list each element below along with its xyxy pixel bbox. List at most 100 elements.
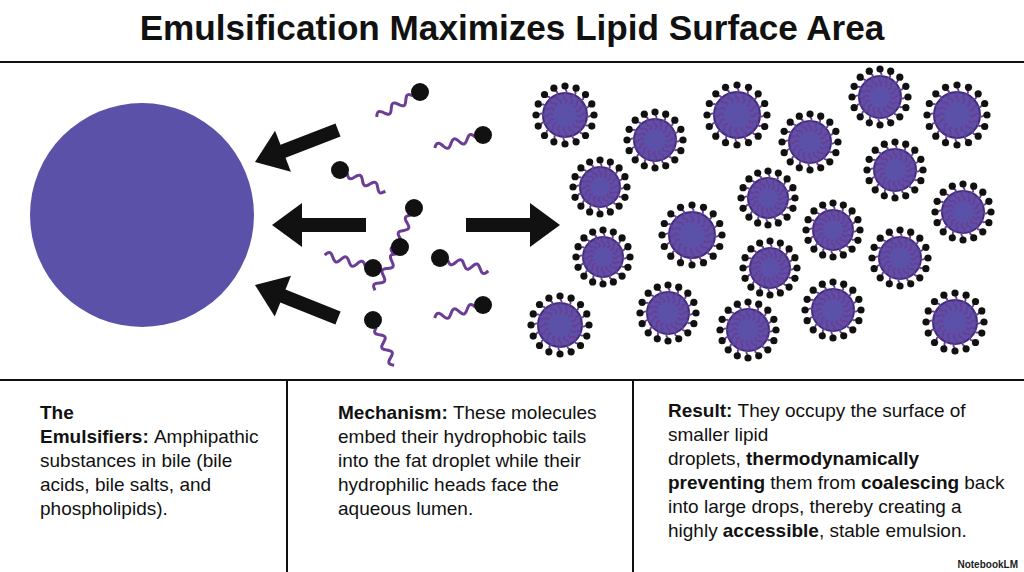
embedded-tail <box>843 300 856 306</box>
embedded-tail <box>752 340 758 353</box>
embedded-tail <box>609 178 622 184</box>
emulsifier-head <box>756 289 763 296</box>
panel-text: The Emulsifiers:Amphipathic substances i… <box>40 401 273 521</box>
embedded-tail <box>899 180 905 193</box>
hydrophobic-tail <box>435 134 476 148</box>
embedded-tail <box>672 290 678 303</box>
embedded-tail <box>780 266 794 269</box>
emulsifier-head <box>747 283 754 290</box>
embedded-tail <box>872 174 885 180</box>
embedded-tail <box>808 308 822 311</box>
emulsifier-head <box>922 318 929 325</box>
embedded-tail <box>898 269 901 283</box>
embedded-tail <box>963 330 973 340</box>
emulsifier-head <box>926 100 933 107</box>
embedded-tail <box>749 105 762 111</box>
emulsifier-head <box>530 332 537 339</box>
embedded-tail <box>690 248 693 262</box>
embedded-tail <box>746 188 759 194</box>
emulsifier-head <box>911 186 918 193</box>
emulsifier-head <box>871 265 878 272</box>
embedded-tail <box>877 248 890 254</box>
embedded-tail <box>565 301 571 314</box>
emulsifier-head <box>848 93 855 100</box>
emulsifier-head <box>826 119 833 126</box>
embedded-tail <box>746 341 749 355</box>
emulsifier-head <box>881 192 888 199</box>
emulsifier-head <box>840 201 847 208</box>
embedded-tail <box>811 233 824 239</box>
emulsifier-head <box>661 220 668 227</box>
emulsifier-head <box>580 234 587 241</box>
emulsifier-head <box>615 202 622 209</box>
embedded-tail <box>800 119 806 132</box>
embedded-tail <box>947 90 953 103</box>
embedded-tail <box>666 324 669 338</box>
small-droplet <box>778 110 841 173</box>
embedded-tail <box>821 140 835 143</box>
embedded-tail <box>938 96 948 106</box>
emulsifier-molecules <box>325 83 492 365</box>
emulsifier-head <box>577 164 584 171</box>
embedded-tail <box>613 255 627 258</box>
arrow-head <box>530 203 560 247</box>
embedded-tail <box>673 244 683 254</box>
embedded-tail <box>953 334 956 348</box>
embedded-tail <box>539 113 553 116</box>
emulsifier-head <box>725 307 732 314</box>
emulsifier-head <box>550 138 557 145</box>
embedded-tail <box>857 87 870 93</box>
embedded-tail <box>766 208 769 222</box>
embedded-tail <box>576 120 589 126</box>
emulsifier-head <box>636 309 643 316</box>
small-droplet <box>922 289 987 354</box>
embedded-tail <box>738 340 744 353</box>
emulsifier-head <box>610 228 617 235</box>
emulsifier-head <box>886 280 893 287</box>
embedded-tail <box>547 97 557 107</box>
title-rule <box>0 61 1024 63</box>
emulsifier-head <box>922 265 929 272</box>
embedded-tail <box>966 124 976 134</box>
emulsifier-head <box>667 210 674 217</box>
emulsifier-head <box>817 113 824 120</box>
embedded-tail <box>890 235 896 248</box>
emulsifier-head <box>561 82 568 89</box>
embedded-tail <box>953 189 959 202</box>
emulsifier-head <box>829 334 836 341</box>
emulsifier-head <box>745 213 752 220</box>
embedded-tail <box>612 248 625 254</box>
embedded-tail <box>701 216 711 226</box>
embedded-tail <box>768 244 771 258</box>
emulsifier-head <box>556 350 563 357</box>
hydrophobic-tail <box>347 173 385 193</box>
droplet-core <box>933 300 977 344</box>
emulsifier-head <box>664 281 671 288</box>
embedded-tail <box>581 260 594 266</box>
emulsifier-head <box>866 177 873 184</box>
embedded-tail <box>758 334 771 340</box>
embedded-tail <box>577 113 591 116</box>
embedded-tail <box>749 120 762 126</box>
embedded-tail <box>554 126 560 139</box>
small-droplet <box>848 65 911 128</box>
embedded-tail <box>645 317 658 323</box>
embedded-tail <box>837 320 843 333</box>
embedded-tail <box>946 127 952 140</box>
emulsifier-head <box>965 84 972 91</box>
embedded-tail <box>555 91 561 104</box>
embedded-tail <box>831 285 834 299</box>
emulsifier-head <box>545 348 552 355</box>
embedded-tail <box>899 147 905 160</box>
emulsifier-head <box>571 173 578 180</box>
emulsifier-head <box>679 136 686 143</box>
panel-rule <box>0 379 1024 381</box>
embedded-tail <box>959 333 965 346</box>
embedded-tail <box>761 246 767 259</box>
embedded-tail <box>593 266 599 279</box>
emulsifier-head <box>902 141 909 148</box>
emulsifier-head <box>536 342 543 349</box>
embedded-tail <box>570 91 576 104</box>
embedded-tail <box>932 104 945 110</box>
arrow-head <box>255 276 291 317</box>
